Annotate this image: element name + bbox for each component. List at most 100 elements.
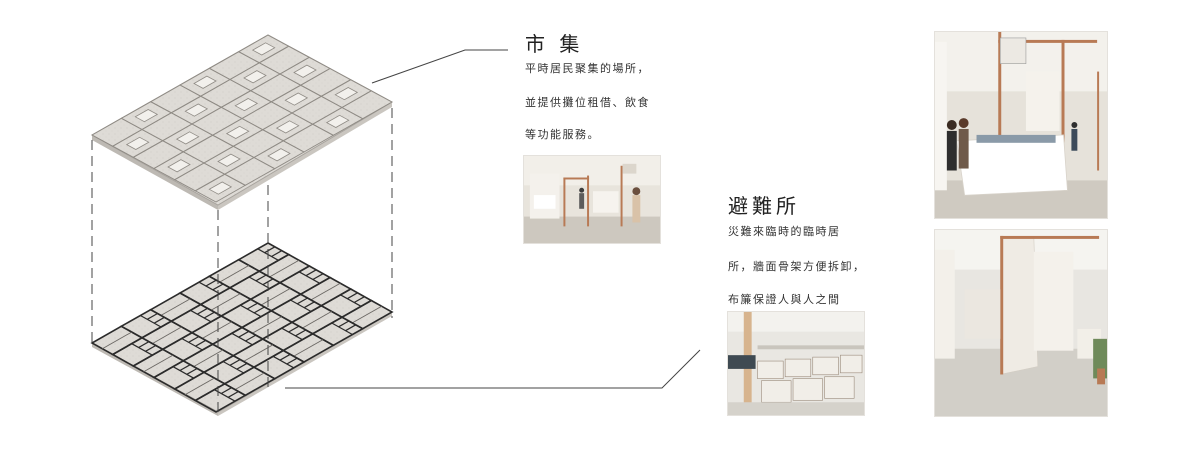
market-stall <box>234 98 259 112</box>
shelter-interior-photo <box>934 229 1108 417</box>
shelter-partition <box>279 353 291 361</box>
market-stall <box>217 153 241 167</box>
market-stall <box>134 109 159 123</box>
shelter-partition <box>346 292 358 300</box>
shelter-partition <box>210 293 241 311</box>
shelter-partition <box>272 355 295 369</box>
shelter-partition <box>302 311 332 329</box>
shelter-partition <box>102 331 132 350</box>
market-stall <box>243 70 267 84</box>
market-desc-line-1: 平時居民聚集的場所， <box>525 62 650 75</box>
market-grid-cell <box>194 173 247 203</box>
market-desc-line-2: 並提供攤位租借、飲食 <box>525 96 650 109</box>
shelter-partition <box>212 283 224 291</box>
market-stall <box>293 64 317 78</box>
market-stall <box>193 75 217 89</box>
shelter-partition <box>131 343 153 356</box>
shelter-layer-plane <box>90 242 394 416</box>
market-stall <box>334 87 359 101</box>
market-stall <box>225 125 250 139</box>
shelter-partition <box>219 265 250 283</box>
shelter-partition <box>295 329 307 337</box>
shelter-partition <box>172 366 195 379</box>
shelter-partition <box>305 269 317 277</box>
layer-connector-lines <box>91 108 393 418</box>
shelter-partition <box>345 324 357 332</box>
market-stall <box>208 181 233 195</box>
shelter-partition <box>198 281 221 295</box>
shelter-partition <box>255 274 267 282</box>
shelter-partition <box>205 279 217 287</box>
shelter-partition <box>186 367 198 375</box>
shelter-partition <box>288 325 300 333</box>
market-stall <box>267 148 291 162</box>
shelter-partition <box>143 354 174 373</box>
shelter-partition <box>153 316 165 324</box>
market-title: 市 集 <box>525 32 584 56</box>
shelter-desc-line-1: 災難來臨時的臨時居 <box>728 225 841 238</box>
shelter-partition <box>236 362 248 370</box>
shelter-partition <box>296 297 308 305</box>
market-leader-line <box>371 49 508 84</box>
shelter-partition <box>152 326 182 344</box>
shelter-partition <box>160 298 191 316</box>
shelter-partition <box>246 302 258 310</box>
shelter-partition <box>222 360 245 374</box>
shelter-partition <box>234 372 265 390</box>
market-stall <box>251 42 276 56</box>
shelter-partition <box>202 321 232 339</box>
shelter-partition <box>286 357 298 365</box>
shelter-partition <box>238 330 250 338</box>
shelter-partition <box>298 271 321 284</box>
layer-edge <box>218 102 392 210</box>
shelter-partition <box>352 305 382 324</box>
market-render-photo <box>523 155 661 244</box>
shelter-partition <box>229 358 241 366</box>
shelter-desc-line-2: 所，牆面骨架方便拆卸， <box>728 260 866 273</box>
shelter-desc-line-3: 布簾保證人與人之間 <box>728 293 841 306</box>
shelter-partition <box>290 299 312 313</box>
market-stall <box>275 120 300 134</box>
shelter-partition <box>245 334 257 342</box>
market-stall <box>184 103 209 117</box>
market-interior-photo <box>934 31 1108 219</box>
shelter-partition <box>240 304 262 318</box>
shelter-partition <box>145 344 157 352</box>
shelter-partition <box>312 273 324 281</box>
shelter-partition <box>353 296 365 304</box>
shelter-leader-line <box>285 349 701 389</box>
market-stall <box>167 159 191 173</box>
shelter-partition <box>340 294 362 307</box>
shelter-partition <box>231 332 253 346</box>
shelter-partition <box>253 306 265 314</box>
shelter-partition <box>140 314 162 328</box>
shelter-partition <box>188 335 200 343</box>
market-desc-line-3: 等功能服務。 <box>525 128 600 141</box>
shelter-partition <box>190 309 212 323</box>
shelter-partition <box>310 282 341 301</box>
market-stall <box>125 136 150 150</box>
shelter-partition <box>293 339 324 357</box>
shelter-partition <box>281 327 303 341</box>
shelter-partition <box>146 312 158 320</box>
shelter-partition <box>138 341 150 349</box>
shelter-partition <box>184 377 215 396</box>
market-layer-plane <box>90 34 394 210</box>
shelter-partition <box>271 250 283 258</box>
shelter-partition <box>248 276 271 290</box>
shelter-partition <box>252 316 282 334</box>
shelter-partition <box>303 301 315 309</box>
shelter-partition <box>260 288 291 306</box>
shelter-partition <box>269 259 300 278</box>
market-stall <box>325 114 350 128</box>
shelter-partition <box>220 387 232 395</box>
shelter-partition <box>203 311 215 319</box>
shelter-partition <box>193 349 224 367</box>
shelter-partition <box>196 307 208 315</box>
layer-edge <box>92 135 218 210</box>
market-stall <box>175 131 200 145</box>
shelter-partition <box>264 246 276 254</box>
shelter-title: 避難所 <box>728 194 800 218</box>
market-stall <box>284 92 309 106</box>
